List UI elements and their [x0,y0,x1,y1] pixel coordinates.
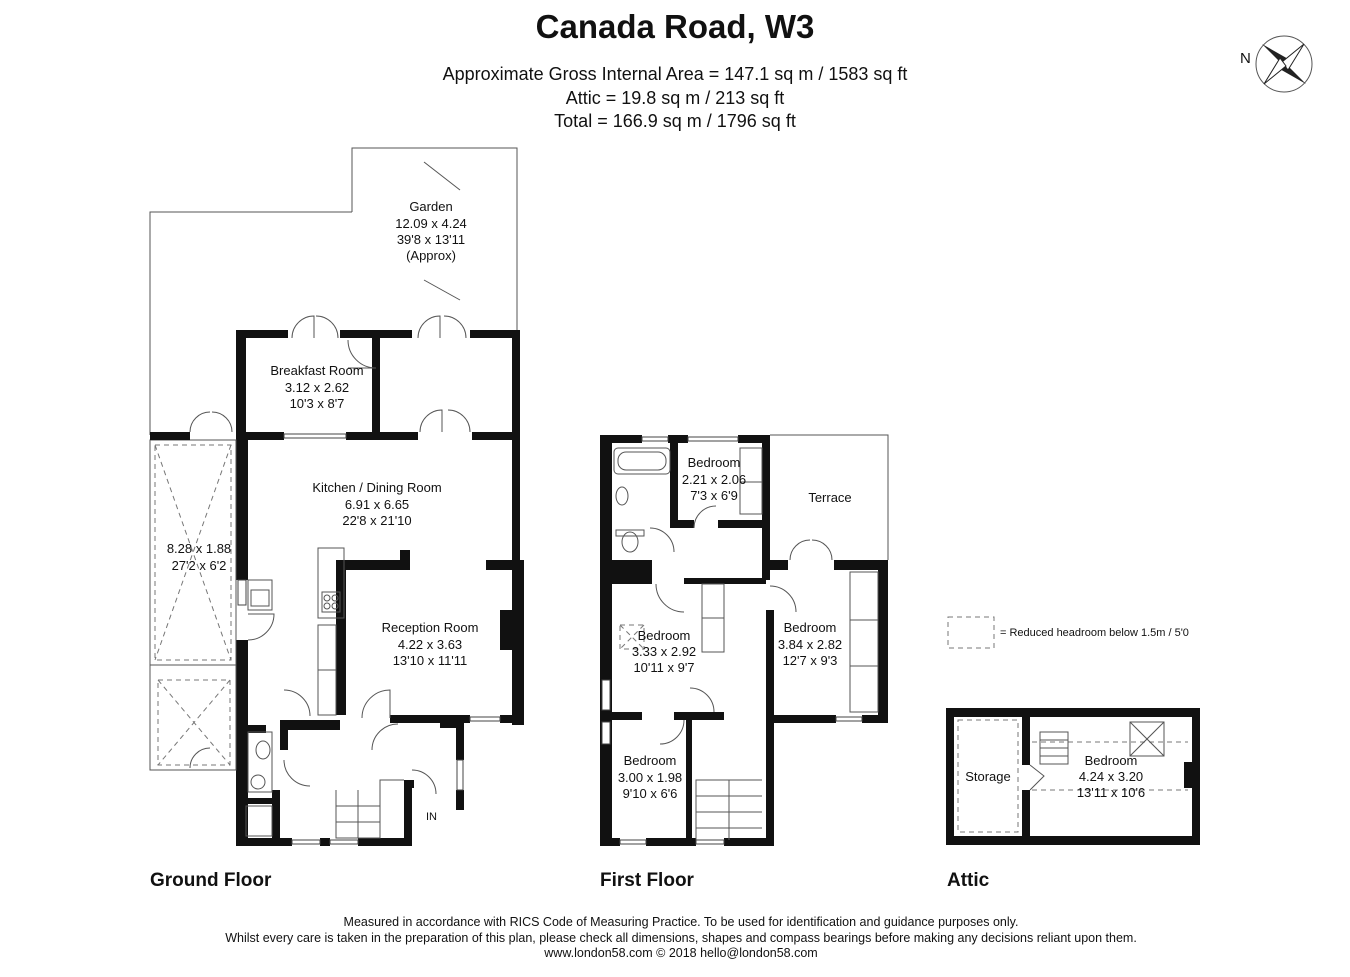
terrace-label: Terrace [808,490,851,505]
total-area-line: Total = 166.9 sq m / 1796 sq ft [554,111,796,131]
attic-bedroom-imperial: 13'11 x 10'6 [1077,785,1145,800]
ff-right-bedroom-metric: 3.84 x 2.82 [778,637,842,652]
storage-label: Storage [965,769,1011,784]
ground-floor-label: Ground Floor [150,870,272,891]
gross-area-line: Approximate Gross Internal Area = 147.1 … [442,64,908,84]
footer-disclaimer-2: Whilst every care is taken in the prepar… [225,931,1137,945]
ground-floor-plan: Garden 12.09 x 4.24 39'8 x 13'11 (Approx… [149,147,524,846]
ff-bottom-bedroom-metric: 3.00 x 1.98 [618,770,682,785]
breakfast-room-imperial: 10'3 x 8'7 [290,396,345,411]
entrance-label: IN [426,811,437,823]
kitchen-imperial: 22'8 x 21'10 [342,513,411,528]
attic-bedroom-label: Bedroom [1085,753,1138,768]
garden-approx: (Approx) [406,248,456,263]
ff-bottom-bedroom-imperial: 9'10 x 6'6 [623,786,678,801]
ff-bottom-bedroom-label: Bedroom [624,753,677,768]
attic-floor-label: Attic [947,870,990,891]
garden-label: Garden [409,199,452,214]
first-floor-label: First Floor [600,870,694,891]
compass-icon: N [1240,35,1313,93]
ff-mid-bedroom-label: Bedroom [638,628,691,643]
breakfast-room-metric: 3.12 x 2.62 [285,380,349,395]
first-floor-plan: Bedroom 2.21 x 2.06 7'3 x 6'9 Terrace Be… [600,434,889,846]
headroom-legend-text: = Reduced headroom below 1.5m / 5'0 [1000,627,1189,639]
ff-small-bedroom-metric: 2.21 x 2.06 [682,472,746,487]
ff-small-bedroom-imperial: 7'3 x 6'9 [690,488,738,503]
garden-imperial: 39'8 x 13'11 [397,232,465,247]
headroom-legend: = Reduced headroom below 1.5m / 5'0 [947,616,1189,649]
garden-metric: 12.09 x 4.24 [395,216,467,231]
ff-mid-bedroom-metric: 3.33 x 2.92 [632,644,696,659]
ff-small-bedroom-label: Bedroom [688,455,741,470]
ff-mid-bedroom-imperial: 10'11 x 9'7 [633,660,694,675]
reception-room-metric: 4.22 x 3.63 [398,637,462,652]
compass-north-label: N [1240,50,1251,67]
reception-room-imperial: 13'10 x 11'11 [393,653,468,668]
attic-area-line: Attic = 19.8 sq m / 213 sq ft [565,88,785,108]
attic-plan: Storage Bedroom 4.24 x 3.20 13'11 x 10'6 [946,708,1200,845]
plan-title: Canada Road, W3 [535,8,815,45]
kitchen-label: Kitchen / Dining Room [312,480,441,495]
side-return-imperial: 27'2 x 6'2 [172,558,227,573]
reception-room-label: Reception Room [382,620,479,635]
side-return-metric: 8.28 x 1.88 [167,541,231,556]
footer-disclaimer-1: Measured in accordance with RICS Code of… [343,915,1019,929]
footer-contact: www.london58.com © 2018 hello@london58.c… [544,946,818,960]
ff-right-bedroom-imperial: 12'7 x 9'3 [783,653,838,668]
attic-bedroom-metric: 4.24 x 3.20 [1079,769,1143,784]
ff-right-bedroom-label: Bedroom [784,620,837,635]
breakfast-room-label: Breakfast Room [270,363,363,378]
kitchen-metric: 6.91 x 6.65 [345,497,409,512]
